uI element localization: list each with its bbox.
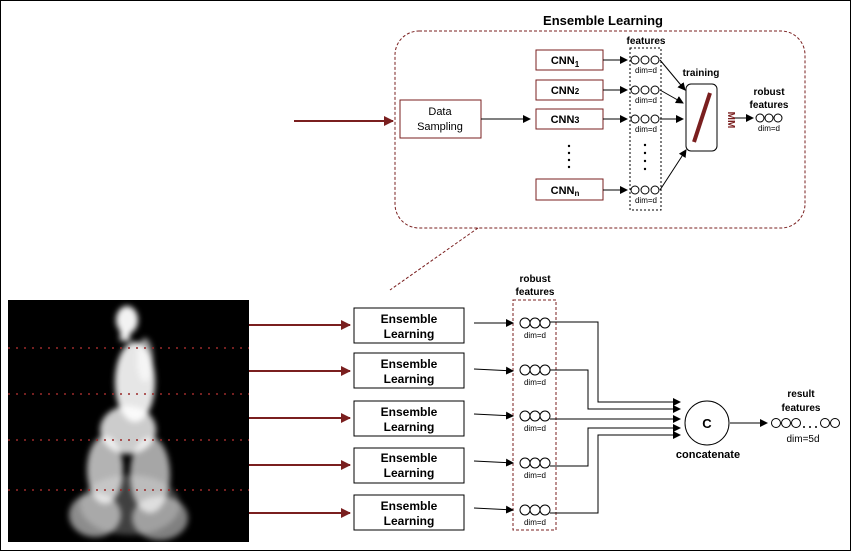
ensemble-block-5: Ensemble Learning bbox=[353, 494, 465, 531]
svg-text:Ensemble: Ensemble bbox=[381, 499, 438, 513]
robust-label-lower-2: features bbox=[516, 287, 555, 298]
robust-dim-top: dim=d bbox=[758, 124, 780, 133]
cnn-1-box: CNN1 bbox=[535, 49, 604, 71]
result-feature-vector bbox=[771, 418, 840, 428]
features-label: features bbox=[627, 36, 666, 47]
cnn-n-box: CNNn bbox=[535, 178, 604, 201]
ensemble-block-2: Ensemble Learning bbox=[353, 352, 465, 389]
connector-4 bbox=[550, 424, 681, 467]
feat1-to-mm-arrow bbox=[659, 59, 686, 91]
feature-vector-2 bbox=[630, 85, 660, 95]
svg-text:Learning: Learning bbox=[384, 466, 435, 480]
result-ellipsis bbox=[803, 426, 817, 428]
ensemble-block-1: Ensemble Learning bbox=[353, 307, 465, 344]
gait-energy-image bbox=[8, 300, 249, 542]
block2-to-vector bbox=[473, 366, 514, 375]
data-sampling-label-2: Sampling bbox=[417, 121, 463, 133]
dim-label-1: dim=d bbox=[635, 66, 657, 75]
robust-dim-4: dim=d bbox=[524, 471, 546, 480]
dim-label-3: dim=d bbox=[635, 125, 657, 134]
robust-dim-5: dim=d bbox=[524, 518, 546, 527]
ensemble-dashed-box bbox=[394, 30, 806, 229]
robust-vector-3 bbox=[519, 410, 551, 422]
robust-dim-1: dim=d bbox=[524, 331, 546, 340]
robust-vector-5 bbox=[519, 504, 551, 516]
robust-label-top-1: robust bbox=[753, 87, 785, 98]
training-label: training bbox=[683, 68, 720, 79]
mm-slash bbox=[692, 92, 712, 143]
features-dashed-column bbox=[629, 47, 662, 211]
mm-label: MM bbox=[725, 112, 736, 129]
robust-feature-vector-top bbox=[755, 113, 783, 123]
dim-label-n: dim=d bbox=[635, 196, 657, 205]
feature-vector-n bbox=[630, 185, 660, 195]
robust-dim-3: dim=d bbox=[524, 424, 546, 433]
ensemble-block-4: Ensemble Learning bbox=[353, 447, 465, 484]
feat2-to-mm-arrow bbox=[659, 89, 684, 104]
block3-to-vector bbox=[473, 411, 514, 420]
feature-vector-3 bbox=[630, 114, 660, 124]
svg-text:Learning: Learning bbox=[384, 420, 435, 434]
svg-text:Ensemble: Ensemble bbox=[381, 312, 438, 326]
robust-dim-2: dim=d bbox=[524, 378, 546, 387]
data-sampling-label-1: Data bbox=[428, 106, 452, 118]
feature-vector-1 bbox=[630, 55, 660, 65]
connector-5 bbox=[550, 431, 681, 514]
connector-2 bbox=[550, 369, 681, 413]
svg-text:CNN1: CNN1 bbox=[551, 55, 580, 69]
svg-text:CNN2: CNN2 bbox=[551, 85, 580, 97]
feature-dots bbox=[643, 143, 647, 171]
concatenate-symbol: C bbox=[702, 416, 712, 431]
svg-text:Ensemble: Ensemble bbox=[381, 357, 438, 371]
svg-text:Learning: Learning bbox=[384, 514, 435, 528]
ensemble-title: Ensemble Learning bbox=[543, 13, 663, 28]
block4-to-vector bbox=[473, 458, 514, 467]
cnn-3-box: CNN3 bbox=[535, 108, 604, 130]
concatenate-label: concatenate bbox=[676, 449, 740, 461]
connector-1 bbox=[550, 321, 681, 406]
featn-to-mm-arrow bbox=[659, 149, 687, 191]
svg-text:Ensemble: Ensemble bbox=[381, 451, 438, 465]
cnn-2-box: CNN2 bbox=[535, 79, 604, 101]
result-label-2: features bbox=[782, 403, 821, 414]
robust-label-top-2: features bbox=[750, 100, 789, 111]
cnn-dots bbox=[567, 144, 571, 169]
block5-to-vector bbox=[473, 505, 514, 514]
result-label-1: result bbox=[787, 389, 815, 400]
svg-text:CNN3: CNN3 bbox=[551, 114, 580, 126]
svg-text:CNNn: CNNn bbox=[551, 185, 580, 198]
robust-label-lower-1: robust bbox=[519, 274, 551, 285]
result-dim: dim=5d bbox=[786, 434, 819, 445]
dim-label-2: dim=d bbox=[635, 96, 657, 105]
data-sampling-box bbox=[399, 99, 482, 139]
ensemble-block-3: Ensemble Learning bbox=[353, 400, 465, 437]
robust-vector-2 bbox=[519, 364, 551, 376]
svg-text:Learning: Learning bbox=[384, 372, 435, 386]
concatenate-node bbox=[684, 400, 730, 446]
robust-vector-4 bbox=[519, 457, 551, 469]
svg-text:Ensemble: Ensemble bbox=[381, 405, 438, 419]
robust-vector-1 bbox=[519, 317, 551, 329]
svg-text:Learning: Learning bbox=[384, 327, 435, 341]
callout-line-left bbox=[389, 227, 479, 291]
